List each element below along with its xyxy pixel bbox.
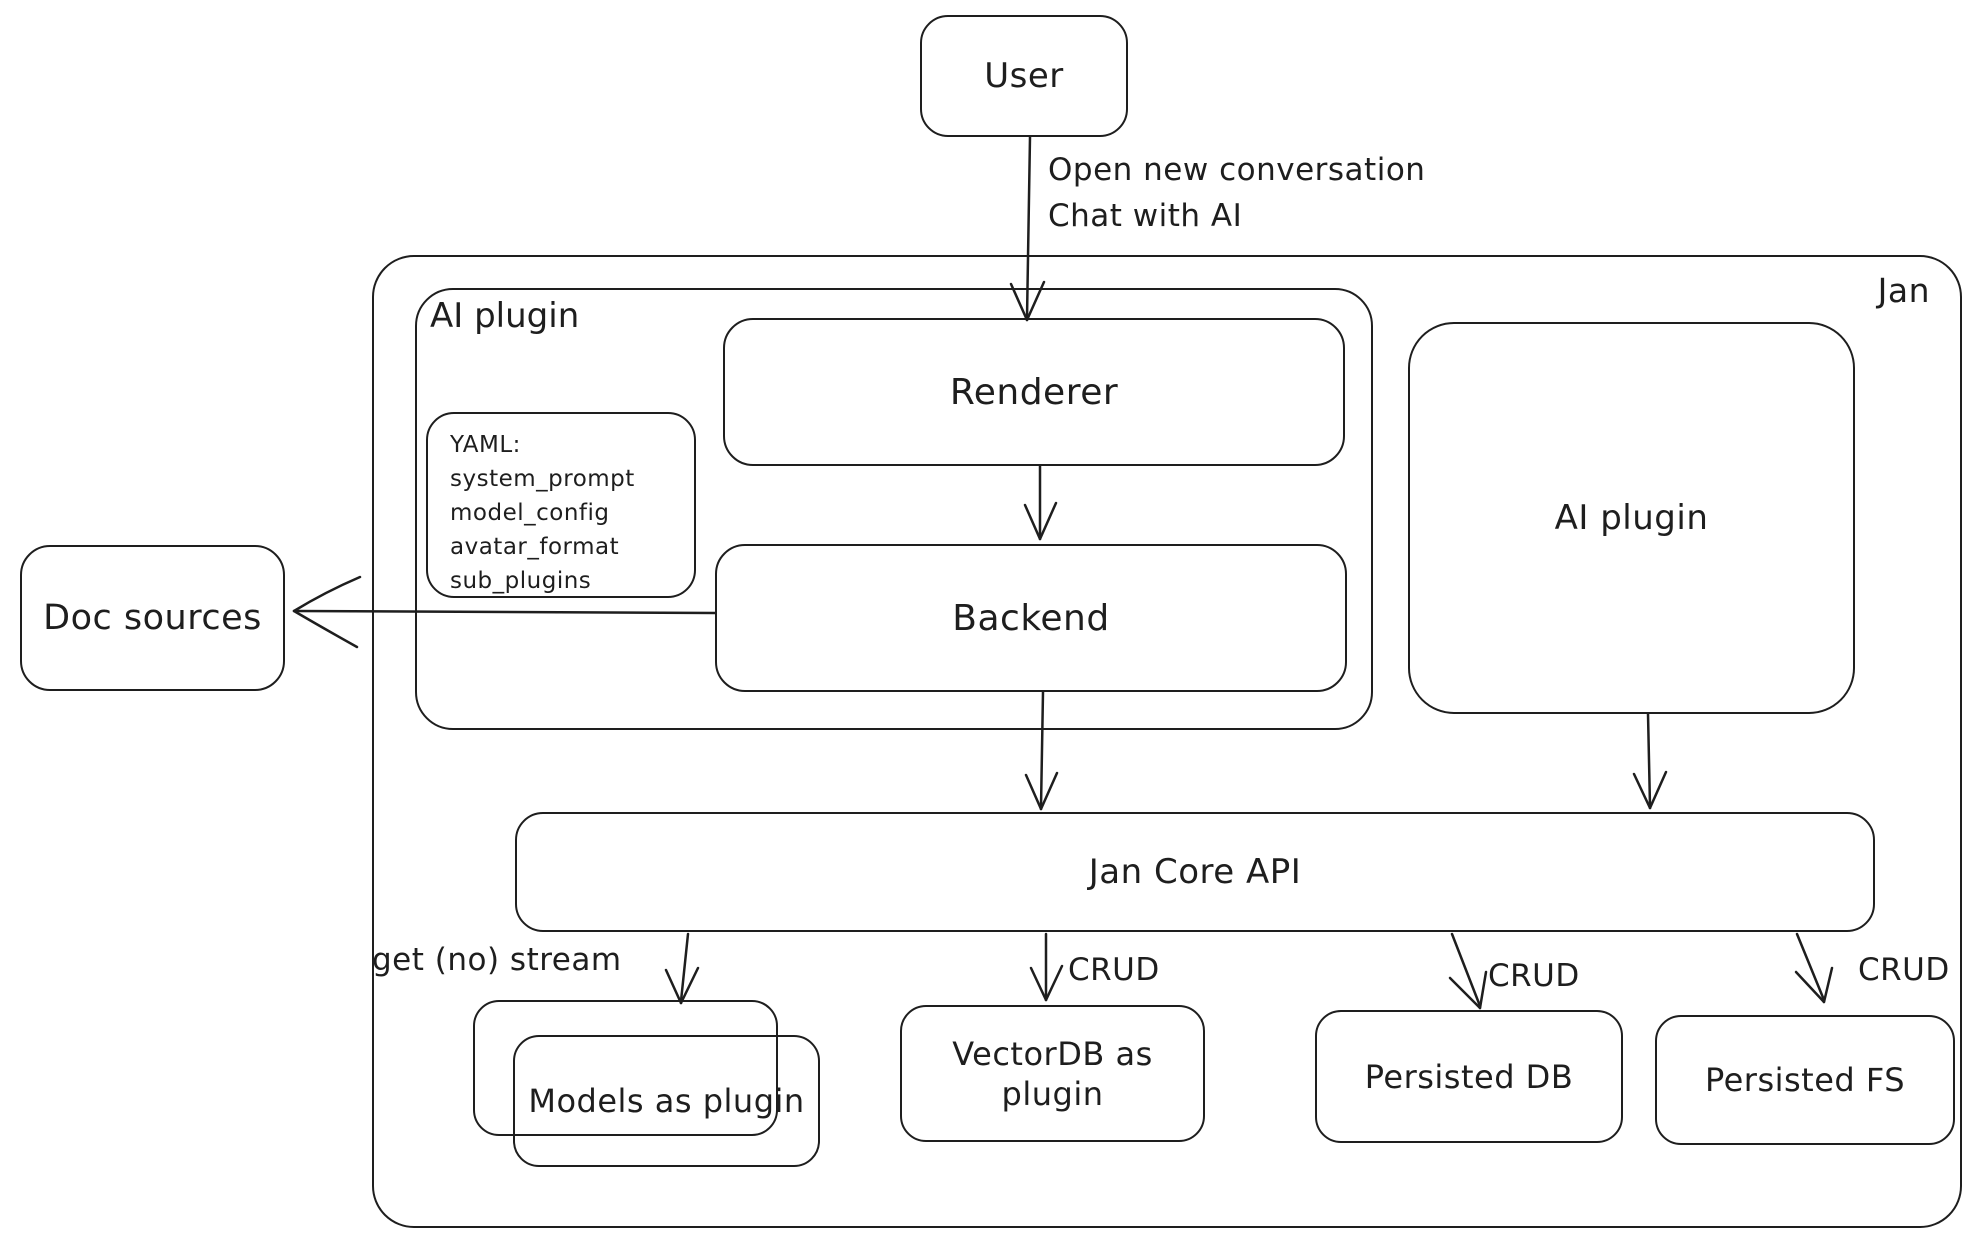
yaml-note-line: model_config xyxy=(450,500,610,526)
edge-label-crud-vectordb: CRUD xyxy=(1068,952,1160,988)
node-persisted-db-label: Persisted DB xyxy=(1364,1057,1574,1096)
node-ai-plugin-right: AI plugin xyxy=(1408,322,1855,714)
node-user-label: User xyxy=(984,56,1064,96)
node-doc-sources-label: Doc sources xyxy=(43,598,262,638)
node-ai-plugin-right-label: AI plugin xyxy=(1554,498,1709,538)
yaml-note-line: avatar_format xyxy=(450,534,620,560)
yaml-note-text: YAML: system_prompt model_config avatar_… xyxy=(450,428,635,598)
node-yaml-note: YAML: system_prompt model_config avatar_… xyxy=(426,412,696,598)
node-user: User xyxy=(920,15,1128,137)
node-vectordb-as-plugin-label: VectorDB as plugin xyxy=(952,1034,1153,1113)
node-jan-core-api: Jan Core API xyxy=(515,812,1875,932)
edge-label-crud-persisted-fs: CRUD xyxy=(1858,952,1950,988)
edge-label-crud-persisted-db: CRUD xyxy=(1488,958,1580,994)
node-persisted-db: Persisted DB xyxy=(1315,1010,1623,1143)
node-doc-sources: Doc sources xyxy=(20,545,285,691)
ai-plugin-container-label: AI plugin xyxy=(430,296,580,336)
yaml-note-line: system_prompt xyxy=(450,466,635,492)
edge-label-get-no-stream: get (no) stream xyxy=(372,942,622,978)
node-models-as-plugin-outer xyxy=(473,1000,778,1136)
node-models-as-plugin-label: Models as plugin xyxy=(528,1082,805,1120)
yaml-note-line: sub_plugins xyxy=(450,568,592,594)
node-jan-core-api-label: Jan Core API xyxy=(1088,852,1302,892)
edge-label-chat-with-ai: Chat with AI xyxy=(1048,198,1243,234)
node-models-as-plugin: Models as plugin xyxy=(513,1035,820,1167)
node-backend: Backend xyxy=(715,544,1347,692)
node-jan-container: Jan xyxy=(372,255,1962,1228)
node-backend-label: Backend xyxy=(952,597,1110,639)
yaml-note-title: YAML: xyxy=(450,432,521,458)
node-persisted-fs: Persisted FS xyxy=(1655,1015,1955,1145)
edge-label-open-conversation: Open new conversation xyxy=(1048,152,1426,188)
node-renderer: Renderer xyxy=(723,318,1345,466)
node-persisted-fs-label: Persisted FS xyxy=(1704,1061,1906,1099)
node-vectordb-as-plugin: VectorDB as plugin xyxy=(900,1005,1205,1142)
node-renderer-label: Renderer xyxy=(949,371,1119,413)
node-ai-plugin-container xyxy=(415,288,1373,730)
jan-container-label: Jan xyxy=(1877,271,1930,310)
